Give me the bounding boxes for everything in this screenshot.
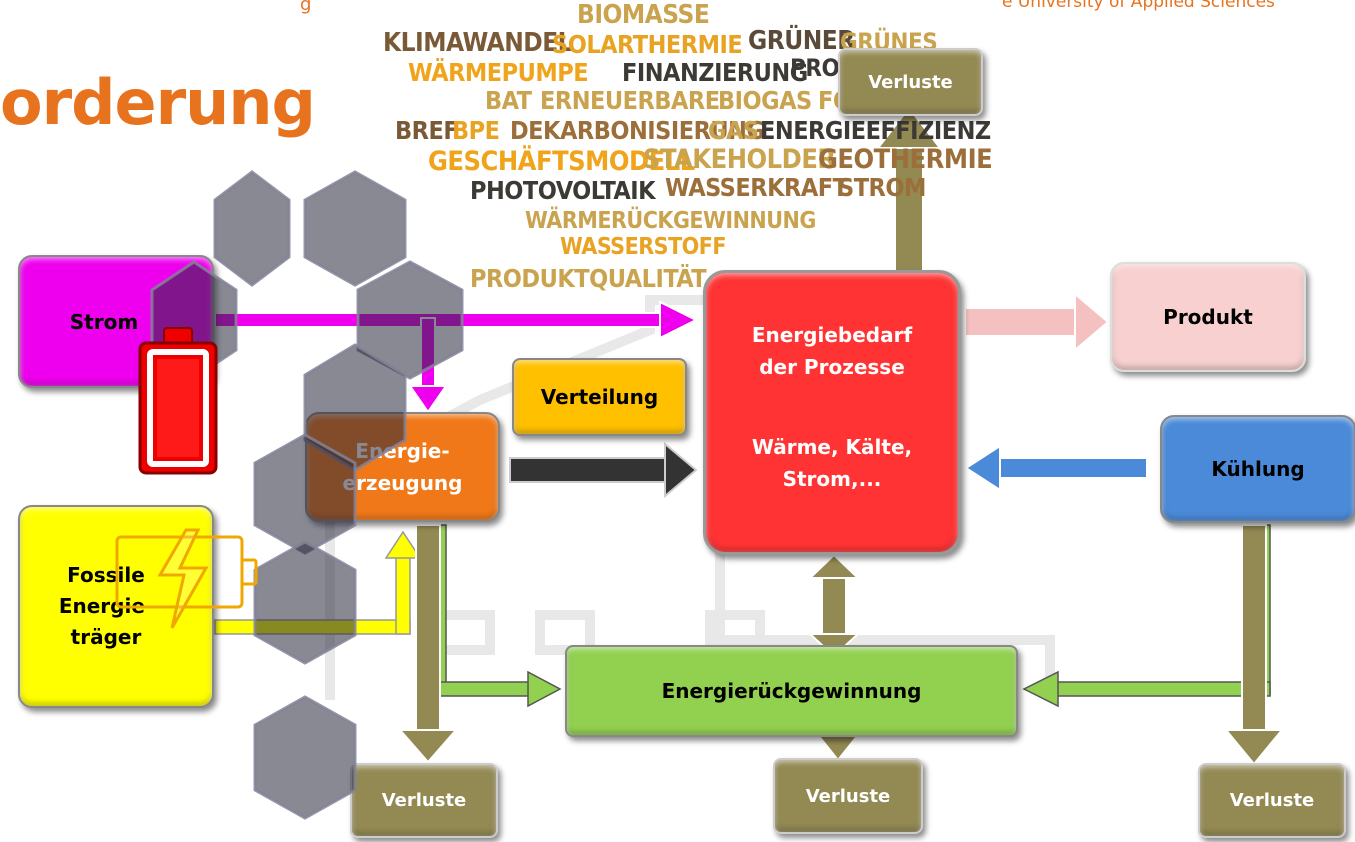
word-cloud-item: STROM [838, 173, 926, 202]
word-cloud-item: BIOMASSE [577, 0, 710, 30]
arrow-kuehlung-to-bedarf [964, 444, 1148, 492]
arrow-erzeugung-to-bedarf [509, 441, 698, 499]
arrow-strom-to-bedarf [214, 300, 699, 340]
word-cloud-item: PRO [790, 54, 840, 82]
bedarf-line4: Strom,... [782, 467, 882, 491]
bedarf-line3: Wärme, Kälte, [751, 435, 913, 459]
verluste-rueckgewinnung-box: Verluste [773, 758, 923, 834]
arrow-fossile-to-erzeugung [214, 530, 422, 635]
word-cloud-item: STAKEHOLDER [643, 144, 836, 175]
strom-box: Strom [18, 255, 214, 388]
verteilung-box: Verteilung [512, 358, 687, 436]
word-cloud-item: KLIMAWANDEL [383, 28, 573, 58]
word-cloud-item: BAT [485, 86, 532, 115]
fossile-box: Fossile Energie- träger [18, 505, 214, 708]
word-cloud-item: PRODUKTQUALITÄT [470, 264, 707, 293]
arrow-kuehlung-to-rueckgewinnung [1022, 524, 1271, 708]
word-cloud-item: GRÜNER [748, 26, 855, 56]
arrow-strom-to-erzeugung [408, 317, 448, 414]
word-cloud-item: ENERGIEEFFIZIENZ [760, 116, 991, 145]
verluste-kuehlung-box: Verluste [1198, 763, 1346, 838]
rueckgewinnung-box: Energierückgewinnung [565, 645, 1018, 737]
fossile-label: Fossile Energie- träger [58, 563, 154, 649]
verluste-kuehlung-label: Verluste [1229, 790, 1315, 811]
verluste-rueckgewinnung-label: Verluste [805, 785, 891, 807]
bedarf-box: Energiebedarf der Prozesse Wärme, Kälte,… [703, 270, 961, 555]
rueckgewinnung-label: Energierückgewinnung [661, 679, 922, 703]
arrow-erzeugung-to-verluste [397, 524, 459, 764]
header-fragment-left: g [300, 0, 312, 15]
kuehlung-box: Kühlung [1160, 415, 1355, 523]
arrow-kuehlung-to-verluste [1223, 524, 1285, 766]
word-cloud-item: WASSERKRAFT [665, 173, 848, 202]
erzeugung-label: Energie- erzeugung [342, 439, 463, 495]
page-title: orderung [0, 66, 316, 139]
word-cloud: BIOMASSE KLIMAWANDEL SOLARTHERMIE GRÜNER… [0, 0, 1355, 300]
word-cloud-item: BPE [452, 116, 500, 145]
strom-label: Strom [69, 309, 139, 334]
verluste-erzeugung-box: Verluste [350, 763, 498, 838]
produkt-label: Produkt [1163, 305, 1253, 329]
bedarf-line2: der Prozesse [759, 355, 905, 379]
kuehlung-label: Kühlung [1211, 457, 1305, 481]
word-cloud-item: GEOTHERMIE [818, 144, 993, 175]
word-cloud-item: WASSERSTOFF [560, 234, 727, 260]
erzeugung-box: Energie- erzeugung [305, 412, 500, 522]
word-cloud-item: WÄRMEPUMPE [408, 58, 589, 87]
word-cloud-item: ERNEUERBARE [540, 86, 720, 115]
word-cloud-item: BIOGAS [718, 86, 812, 115]
word-cloud-item: DEKARBONISIERUNG [510, 116, 765, 145]
arrow-bedarf-to-produkt [964, 291, 1110, 353]
verluste-top-label: Verluste [868, 71, 953, 93]
word-cloud-item: PHOTOVOLTAIK [470, 176, 656, 205]
verteilung-label: Verteilung [540, 385, 659, 409]
word-cloud-item: FINANZIERUNG [622, 58, 808, 87]
header-fragment-right: e University of Applied Sciences [1002, 0, 1275, 12]
produkt-box: Produkt [1110, 262, 1306, 372]
arrow-rueckgewinnung-to-verluste [815, 734, 861, 762]
arrow-bedarf-rueckgewinnung [807, 553, 861, 658]
word-cloud-item: WÄRMERÜCKGEWINNUNG [525, 208, 816, 234]
bedarf-line1: Energiebedarf [751, 323, 913, 347]
word-cloud-item: BREF [395, 116, 459, 145]
word-cloud-item: GAS [708, 116, 759, 145]
word-cloud-item: GESCHÄFTSMODELL [428, 146, 695, 177]
word-cloud-item: SOLARTHERMIE [552, 30, 743, 59]
verluste-top-box: Verluste [838, 48, 983, 116]
verluste-erzeugung-label: Verluste [381, 790, 467, 811]
